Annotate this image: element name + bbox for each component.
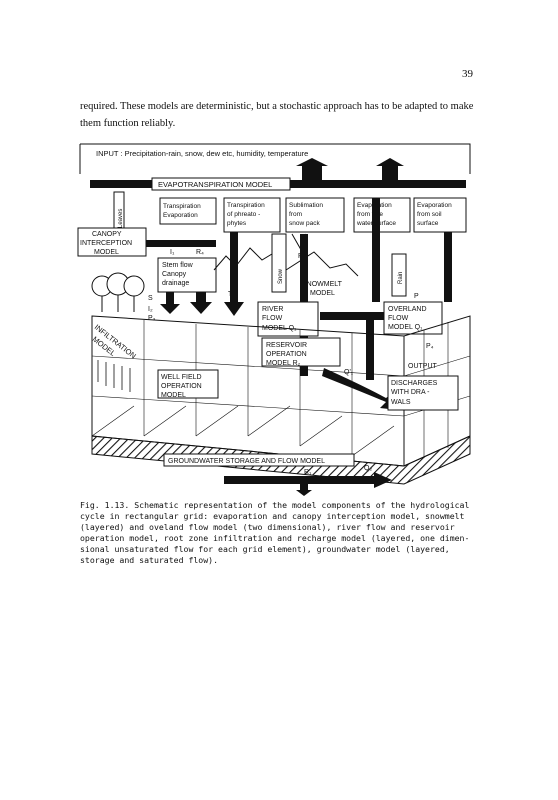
svg-text:GROUNDWATER STORAGE AND FLO: GROUNDWATER STORAGE AND FLOW MODEL bbox=[168, 458, 325, 465]
svg-text:S: S bbox=[148, 295, 153, 302]
svg-text:SNOWMELT: SNOWMELT bbox=[302, 281, 343, 288]
page-number: 39 bbox=[462, 68, 473, 80]
svg-text:OPERATION: OPERATION bbox=[161, 383, 202, 390]
svg-text:FLOW: FLOW bbox=[262, 315, 283, 322]
snow-label: Snow bbox=[278, 268, 284, 284]
svg-text:Canopy: Canopy bbox=[162, 271, 187, 278]
svg-text:Q'₁: Q'₁ bbox=[344, 369, 354, 376]
svg-text:from soil: from soil bbox=[417, 211, 442, 218]
input-label: INPUT : Precipitation-rain, snow, dew et… bbox=[96, 149, 308, 158]
svg-text:Stem flow: Stem flow bbox=[162, 262, 194, 269]
svg-text:FLOW: FLOW bbox=[388, 315, 409, 322]
svg-text:I₁: I₁ bbox=[170, 249, 175, 256]
svg-text:Evaporation: Evaporation bbox=[417, 202, 452, 209]
svg-text:WALS: WALS bbox=[391, 399, 411, 406]
svg-text:INTERCEPTION: INTERCEPTION bbox=[80, 240, 132, 247]
svg-text:MODEL: MODEL bbox=[161, 392, 186, 399]
svg-text:Transpiration: Transpiration bbox=[227, 202, 265, 209]
svg-text:R₁: R₁ bbox=[304, 469, 312, 476]
svg-text:from: from bbox=[289, 211, 302, 218]
transpiration-label: Transpiration bbox=[163, 203, 201, 210]
svg-text:surface: surface bbox=[417, 220, 439, 227]
svg-text:Sublimation: Sublimation bbox=[289, 202, 323, 209]
svg-text:MODEL R₂: MODEL R₂ bbox=[266, 360, 301, 367]
hydrological-model-figure: INPUT : Precipitation-rain, snow, dew et… bbox=[74, 136, 474, 496]
svg-text:I₂: I₂ bbox=[148, 306, 153, 313]
svg-text:phytes: phytes bbox=[227, 220, 247, 227]
figure-caption: Fig. 1.13. Schematic representation of t… bbox=[80, 500, 470, 565]
figure-diagram: INPUT : Precipitation-rain, snow, dew et… bbox=[77, 143, 471, 496]
evapotranspiration-label: EVAPOTRANSPIRATION MODEL bbox=[158, 180, 272, 189]
svg-text:P: P bbox=[414, 293, 419, 300]
svg-text:OPERATION: OPERATION bbox=[266, 351, 307, 358]
svg-text:P₄: P₄ bbox=[426, 343, 434, 350]
svg-text:OUTPUT: OUTPUT bbox=[408, 363, 438, 370]
svg-text:snow pack: snow pack bbox=[289, 220, 320, 227]
svg-text:MODEL Q₁: MODEL Q₁ bbox=[388, 324, 423, 331]
rain-label: Rain bbox=[398, 272, 404, 284]
intro-paragraph: required. These models are deterministic… bbox=[80, 101, 474, 129]
svg-text:MODEL: MODEL bbox=[94, 249, 119, 256]
svg-text:WELL FIELD: WELL FIELD bbox=[161, 374, 202, 381]
svg-text:DISCHARGES: DISCHARGES bbox=[391, 380, 438, 387]
svg-text:RESERVOIR: RESERVOIR bbox=[266, 342, 307, 349]
svg-text:Q₂: Q₂ bbox=[364, 465, 372, 472]
svg-text:CANOPY: CANOPY bbox=[92, 231, 122, 238]
svg-text:from free: from free bbox=[357, 211, 383, 218]
svg-text:WITH DRA -: WITH DRA - bbox=[391, 389, 430, 396]
svg-text:R₄: R₄ bbox=[196, 249, 204, 256]
evaporation-label: Evaporation bbox=[163, 212, 198, 219]
svg-text:OVERLAND: OVERLAND bbox=[388, 306, 427, 313]
svg-text:MODEL: MODEL bbox=[310, 290, 335, 297]
svg-text:RIVER: RIVER bbox=[262, 306, 283, 313]
svg-text:drainage: drainage bbox=[162, 280, 189, 287]
svg-text:P₃: P₃ bbox=[148, 315, 156, 322]
svg-text:of phreato -: of phreato - bbox=[227, 211, 260, 218]
leaves-label: Leaves bbox=[118, 209, 124, 228]
